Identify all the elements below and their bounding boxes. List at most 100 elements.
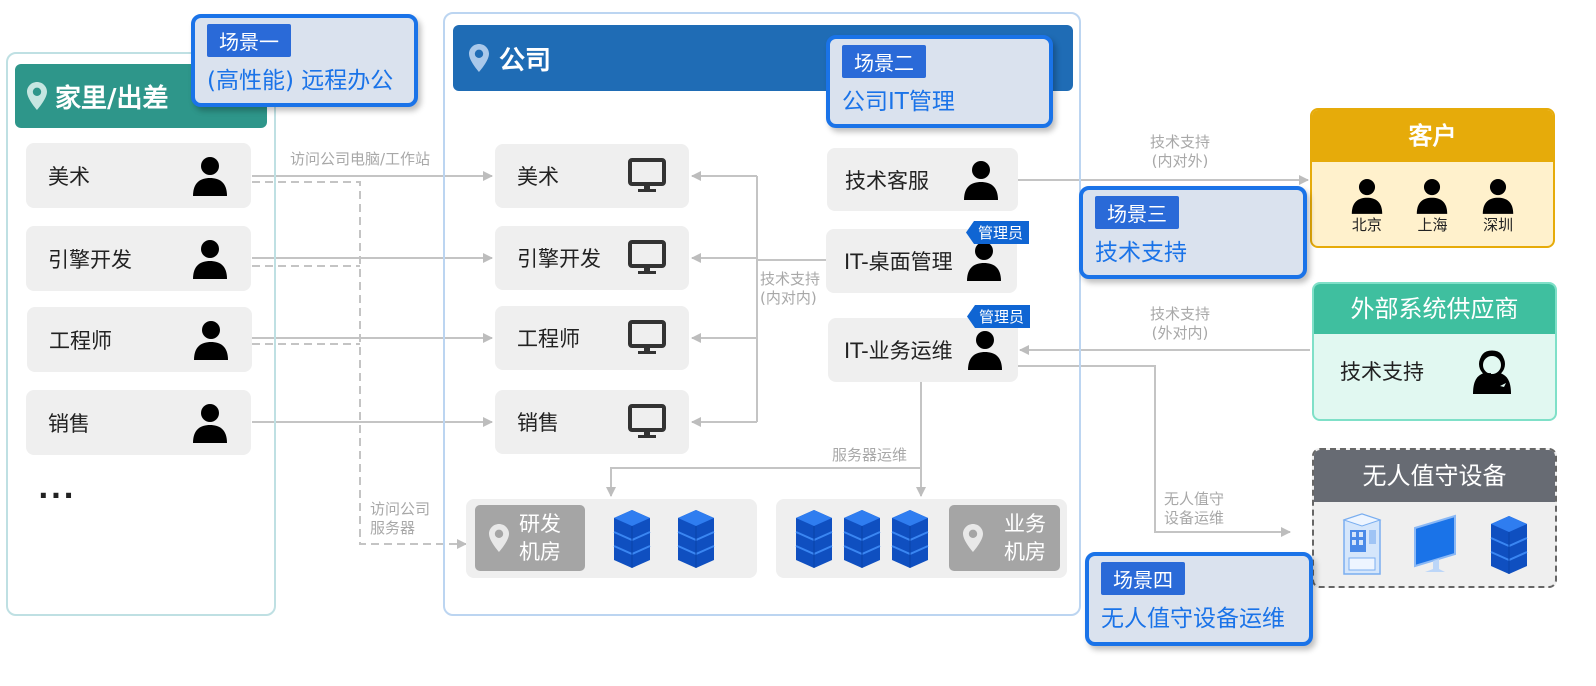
workstation-engineer: 工程师 (495, 306, 689, 370)
home-staff-engineer: 工程师 (27, 307, 252, 372)
scene-card-1: 场景一 (高性能) 远程办公 (191, 14, 418, 107)
workstation-art: 美术 (495, 144, 689, 208)
company-panel (443, 12, 1081, 616)
workstation-label: 销售 (517, 411, 559, 435)
customer-beijing: 北京 (1350, 178, 1384, 235)
room-label-line: 业务 (1004, 512, 1046, 536)
edge-label-inbound-support: 技术支持 (外对内) (1150, 305, 1210, 343)
customer-location-label: 深圳 (1483, 216, 1514, 234)
location-pin-icon (963, 524, 983, 552)
workstation-engine: 引擎开发 (495, 226, 689, 290)
person-icon (964, 160, 998, 200)
server-icon (890, 508, 930, 574)
headset-agent-icon (1473, 350, 1511, 394)
edge-label-line: 技术支持 (1150, 133, 1211, 151)
admin-badge: 管理员 (967, 305, 1031, 328)
unattended-header: 无人值守设备 (1314, 450, 1555, 502)
workstation-label: 引擎开发 (517, 247, 601, 271)
customer-shanghai: 上海 (1415, 178, 1449, 235)
scene-card-4: 场景四 无人值守设备运维 (1085, 552, 1313, 646)
scene-title: 技术支持 (1095, 240, 1187, 266)
company-header-title: 公司 (499, 45, 552, 76)
edge-label-internal-support: 技术支持 (内对内) (760, 270, 820, 308)
unattended-panel: 无人值守设备 (1312, 448, 1557, 588)
edge-label-server-access: 访问公司 服务器 (370, 500, 430, 538)
person-icon (194, 320, 228, 360)
monitor-icon (628, 158, 666, 192)
scene-tag: 场景二 (842, 45, 926, 78)
person-icon (1482, 179, 1514, 214)
edge-label-line: 技术支持 (1150, 305, 1211, 323)
vendor-header: 外部系统供应商 (1314, 284, 1555, 334)
it-business-ops: IT-业务运维 (828, 318, 1018, 382)
customer-panel: 客户 北京 上海 深圳 (1310, 108, 1555, 248)
workstation-label: 工程师 (517, 327, 580, 351)
scene-tag: 场景三 (1095, 196, 1179, 229)
monitor-icon (628, 404, 666, 438)
more-ellipsis: ... (38, 472, 76, 505)
customer-shenzhen: 深圳 (1481, 178, 1515, 235)
admin-badge: 管理员 (966, 221, 1030, 244)
server-icon (1490, 516, 1528, 574)
location-pin-icon (469, 44, 489, 72)
room-label-line: 研发 (519, 512, 561, 536)
location-pin-icon (489, 524, 509, 552)
room-label-line: 机房 (519, 540, 561, 564)
scene-card-2: 场景二 公司IT管理 (826, 35, 1053, 128)
edge-label-outbound-support: 技术支持 (内对外) (1150, 133, 1210, 171)
edge-label-line: 设备运维 (1164, 509, 1225, 527)
home-staff-art: 美术 (26, 143, 251, 208)
scene-tag: 场景一 (207, 24, 291, 57)
edge-label-remote-access: 访问公司电脑/工作站 (290, 150, 431, 168)
room-label-line: 机房 (1004, 540, 1046, 564)
edge-label-line: 无人值守 (1164, 490, 1225, 508)
scene-tag: 场景四 (1101, 562, 1185, 595)
customer-location-label: 上海 (1417, 216, 1448, 234)
workstation-sales: 销售 (495, 390, 689, 454)
home-panel (6, 52, 276, 616)
staff-label: 销售 (48, 411, 90, 436)
monitor-icon (628, 240, 666, 274)
dev-room-label: 研发机房 (475, 505, 585, 571)
edge-label-line: 服务器 (370, 519, 416, 537)
staff-label: 引擎开发 (48, 247, 132, 272)
it-staff-label: IT-桌面管理 (844, 250, 953, 274)
edge-label-line: 技术支持 (760, 270, 821, 288)
person-icon (968, 331, 1002, 370)
person-icon (1351, 179, 1383, 214)
edge-label-line: (内对外) (1151, 152, 1209, 170)
staff-label: 工程师 (49, 328, 112, 353)
location-pin-icon (27, 82, 47, 110)
person-icon (1417, 179, 1448, 214)
person-icon (193, 403, 227, 443)
server-icon (612, 508, 652, 574)
vendor-panel: 外部系统供应商 技术支持 (1312, 282, 1557, 421)
biz-room-label: 业务机房 (949, 505, 1060, 571)
edge-label-server-ops: 服务器运维 (832, 446, 908, 464)
monitor-device-icon (1414, 514, 1457, 572)
vending-machine-icon (1342, 513, 1382, 575)
customer-location-label: 北京 (1351, 216, 1382, 234)
vendor-support-label: 技术支持 (1340, 360, 1424, 384)
scene-title: 无人值守设备运维 (1101, 606, 1285, 632)
customer-header: 客户 (1312, 110, 1553, 162)
workstation-label: 美术 (517, 165, 559, 189)
scene-title: (高性能) 远程办公 (207, 68, 394, 94)
scene-title: 公司IT管理 (842, 89, 955, 115)
person-icon (193, 239, 227, 279)
edge-label-line: (外对内) (1151, 324, 1209, 342)
person-icon (193, 156, 227, 196)
home-staff-engine: 引擎开发 (26, 226, 251, 291)
edge-label-unattended-ops: 无人值守 设备运维 (1164, 490, 1224, 528)
edge-label-line: 访问公司 (370, 500, 431, 518)
home-header-title: 家里/出差 (55, 83, 169, 114)
monitor-icon (628, 320, 666, 354)
it-staff-label: IT-业务运维 (844, 339, 953, 363)
server-icon (842, 508, 882, 574)
dev-servers (612, 508, 716, 574)
home-staff-sales: 销售 (26, 390, 251, 455)
staff-label: 美术 (48, 164, 90, 189)
person-icon (967, 242, 1001, 281)
server-icon (794, 508, 834, 574)
it-tech-support: 技术客服 (827, 148, 1018, 211)
